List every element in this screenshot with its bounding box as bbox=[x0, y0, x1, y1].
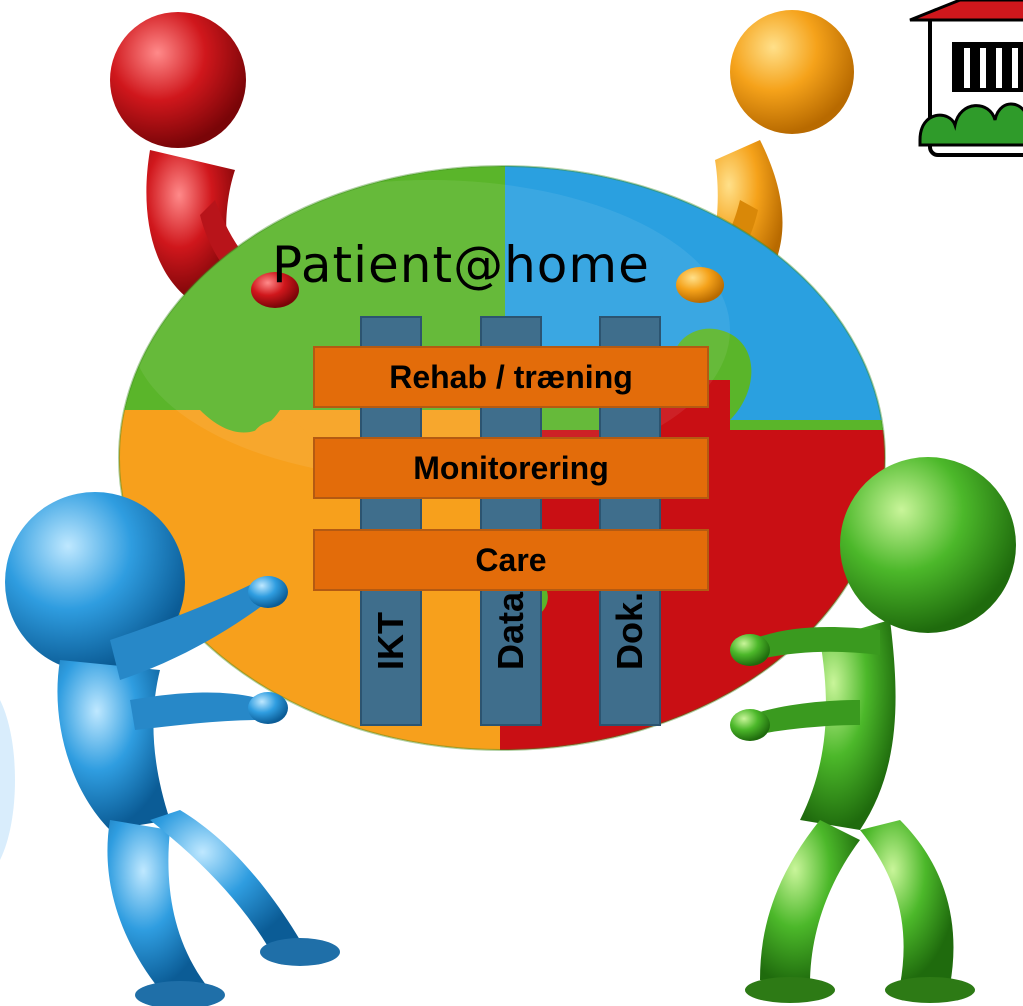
figure-blue bbox=[5, 492, 340, 1006]
band-rehab: Rehab / træning bbox=[313, 346, 709, 408]
house-icon bbox=[909, 0, 1023, 157]
diagram-title: Patient@home bbox=[272, 236, 650, 294]
pillar-label: IKT bbox=[370, 612, 411, 670]
band-monitorering: Monitorering bbox=[313, 437, 709, 499]
figure-green bbox=[730, 457, 1016, 1003]
pillar-label: Dok. bbox=[609, 591, 650, 670]
pillar-label: Data bbox=[490, 591, 531, 670]
band-care: Care bbox=[313, 529, 709, 591]
